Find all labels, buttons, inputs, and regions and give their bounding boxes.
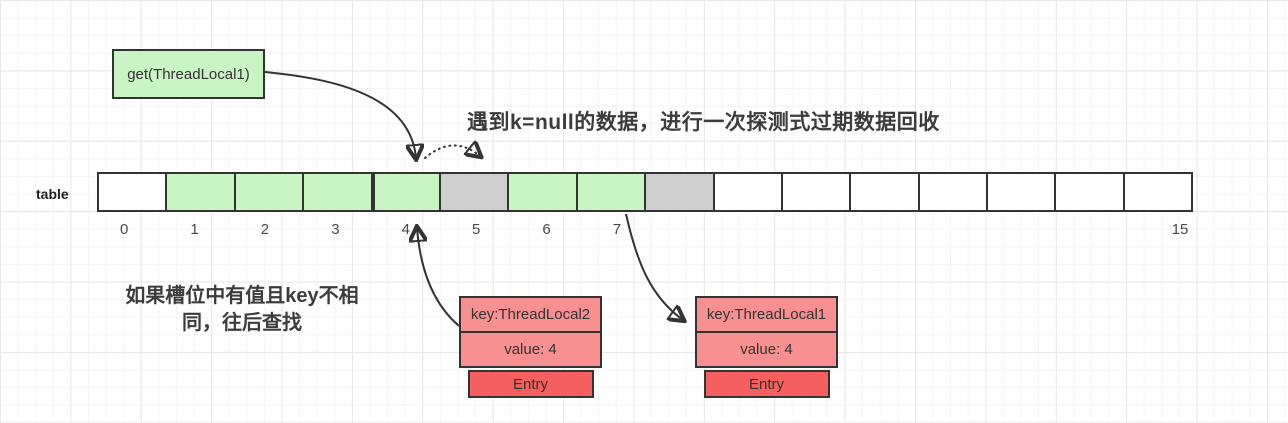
table-cell xyxy=(849,172,920,212)
entry2-footer: Entry xyxy=(467,370,594,398)
get-to-slot4-arrow xyxy=(264,71,416,158)
table-cell xyxy=(302,172,373,212)
entry1-value-cell: value: 4 xyxy=(695,331,838,368)
entry1-footer: Entry xyxy=(703,370,830,398)
table-cell xyxy=(575,172,647,212)
table-index-label: 7 xyxy=(612,221,622,238)
table-index-label: 0 xyxy=(120,221,129,238)
array-index-labels: 0 1 2 3 4 5 6 7 15 xyxy=(89,221,1215,238)
table-label: table xyxy=(36,186,69,202)
array-cells xyxy=(97,172,1194,212)
entry2-key-cell: key:ThreadLocal2 xyxy=(459,296,602,333)
table-index-label xyxy=(934,221,1004,238)
table-cell xyxy=(1054,172,1125,212)
table-index-label xyxy=(863,221,933,238)
entry1-key-cell: key:ThreadLocal1 xyxy=(695,296,838,333)
table-index-label: 6 xyxy=(542,221,551,238)
table-index-label: 5 xyxy=(471,221,481,238)
entry2-to-slot4-arrow xyxy=(417,228,460,327)
table-cell xyxy=(1122,172,1194,212)
table-index-label: 2 xyxy=(260,221,270,238)
linear-probe-note: 如果槽位中有值且key不相 同，往后查找 xyxy=(112,283,372,337)
get-call-label: get(ThreadLocal1) xyxy=(127,65,250,83)
table-cell xyxy=(986,172,1057,212)
table-index-label: 1 xyxy=(190,221,199,238)
table-cell xyxy=(370,172,441,212)
get-call-box: get(ThreadLocal1) xyxy=(112,49,265,99)
probe-arc-slot4-to-slot5-arrow xyxy=(424,145,480,158)
table-cell xyxy=(917,172,989,212)
table-cell xyxy=(233,172,305,212)
table-index-label xyxy=(723,221,793,238)
entry-box-threadlocal2: key:ThreadLocal2 value: 4 Entry xyxy=(459,296,602,398)
table-cell xyxy=(780,172,852,212)
table-index-label: 4 xyxy=(401,221,410,238)
table-index-label xyxy=(793,221,863,238)
table-cell xyxy=(507,172,578,212)
linear-probe-note-line2: 同，往后查找 xyxy=(182,312,302,334)
table-cell xyxy=(644,172,715,212)
table-cell xyxy=(97,172,168,212)
probe-cleanup-note: 遇到k=null的数据，进行一次探测式过期数据回收 xyxy=(467,111,940,134)
table-index-label xyxy=(1074,221,1144,238)
table-index-label xyxy=(1004,221,1074,238)
table-cell xyxy=(438,172,510,212)
table-cell xyxy=(712,172,783,212)
table-index-label xyxy=(652,221,722,238)
linear-probe-note-line1: 如果槽位中有值且key不相 xyxy=(125,285,359,307)
entry2-value-cell: value: 4 xyxy=(459,331,602,368)
table-cell xyxy=(165,172,236,212)
table-index-label: 15 xyxy=(1171,221,1189,238)
table-index-label: 3 xyxy=(331,221,340,238)
entry-box-threadlocal1: key:ThreadLocal1 value: 4 Entry xyxy=(695,296,838,398)
